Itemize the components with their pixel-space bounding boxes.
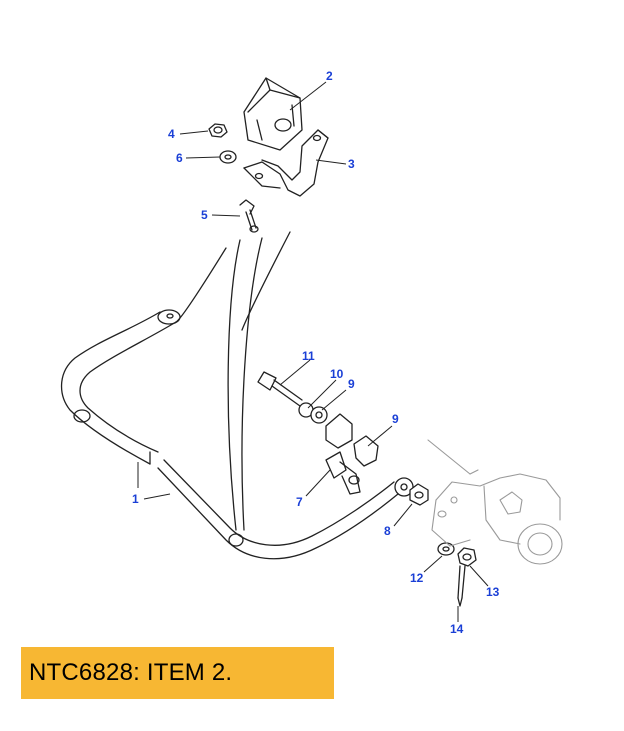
callout-11: 11 [302, 349, 315, 363]
callout-1: 1 [132, 492, 139, 506]
callout-8: 8 [384, 524, 391, 538]
callout-10: 10 [330, 367, 344, 381]
lower-bolt-part [457, 565, 466, 607]
axle-housing-faded [427, 439, 563, 565]
callout-5: 5 [201, 208, 208, 222]
callout-3: 3 [348, 157, 355, 171]
callout-6: 6 [176, 151, 183, 165]
link-part [325, 451, 361, 495]
callout-13: 13 [486, 585, 500, 599]
callout-4: 4 [168, 127, 175, 141]
bush-part [243, 77, 303, 151]
link-nut-part [409, 483, 429, 506]
callout-9a: 9 [348, 377, 355, 391]
long-bolt-part [257, 371, 303, 407]
callout-9b: 9 [392, 412, 399, 426]
callout-14: 14 [450, 622, 464, 636]
anti-roll-bar-part [60, 231, 414, 560]
bolt-part [239, 199, 259, 233]
callout-2: 2 [326, 69, 333, 83]
lower-washer-part [437, 542, 455, 556]
washer-part [219, 150, 237, 164]
callout-12: 12 [410, 571, 424, 585]
nut-part [208, 123, 228, 138]
callout-7: 7 [296, 495, 303, 509]
lower-nut-part [457, 547, 477, 567]
clamp-part [243, 129, 329, 197]
caption-text: NTC6828: ITEM 2. [29, 659, 233, 686]
caption-banner: NTC6828: ITEM 2. [21, 647, 334, 699]
leader-lines [137, 81, 489, 622]
